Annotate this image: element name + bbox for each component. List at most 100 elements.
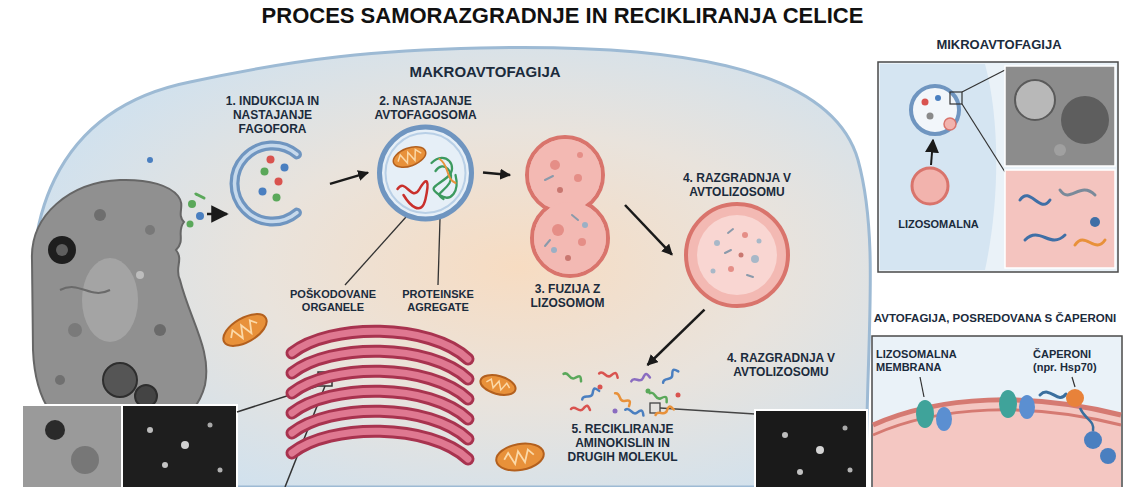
organelle-leader	[345, 217, 406, 285]
cytosol-molecules	[207, 213, 227, 216]
figure-part	[532, 200, 608, 276]
recycling-inset	[650, 403, 660, 413]
figure-part	[545, 176, 553, 180]
figure-part	[654, 405, 673, 416]
recycling-stage: 5. RECIKLIRANJE AMINOKISLIN IN DRUGIH MO…	[560, 365, 685, 464]
microautophagy-illustration	[962, 104, 1005, 172]
figure-part	[440, 159, 456, 183]
figure-part	[728, 229, 733, 233]
figure-part	[397, 148, 423, 166]
figure-part	[661, 368, 679, 384]
figure-part	[552, 224, 564, 236]
microautophagy-illustration	[922, 99, 929, 106]
figure-part	[599, 370, 619, 378]
microautophagy-illustration	[1015, 80, 1055, 120]
figure-part	[676, 393, 681, 398]
microautophagy-illustration	[944, 118, 956, 130]
chaperone-illustration	[1066, 389, 1084, 407]
chaperone-illustration	[1084, 431, 1102, 449]
process-arrow	[648, 310, 705, 365]
panel-label: LIZOSOMALNA MEMBRANA	[876, 348, 968, 373]
process-arrow	[330, 173, 368, 184]
figure-part	[436, 166, 452, 199]
endoplasmic-reticulum	[292, 431, 468, 459]
phagophore-stage: 1. INDUKCIJA IN NASTAJANJE FAGOFORA	[215, 95, 330, 231]
figure-part	[572, 215, 578, 220]
microautophagy-panel: MIKROAVTOFAGIJALIZOSOMALNA	[878, 38, 1120, 53]
mitochondrion	[494, 440, 546, 474]
callout-label: PROTEINSKE AGREGATE	[392, 288, 484, 313]
stage-label: 4. RAZGRADNJA V AVTOLIZOSOMU	[672, 172, 802, 200]
inset-micrographs	[181, 441, 189, 449]
chaperone-illustration	[1100, 448, 1116, 464]
figure-part	[697, 215, 777, 295]
figure-part	[574, 174, 582, 182]
chaperone-illustration	[999, 390, 1017, 418]
mitochondrion	[494, 440, 546, 474]
chaperone-illustration	[1080, 408, 1093, 431]
figure-part	[630, 373, 650, 382]
chaperone-illustration	[936, 407, 952, 431]
figure-part	[646, 389, 651, 394]
figure-part	[598, 385, 603, 390]
microautophagy-illustration	[1090, 217, 1100, 227]
figure-part	[714, 240, 720, 246]
figure-part	[380, 127, 472, 219]
figure-part	[614, 391, 632, 407]
figure-part	[267, 156, 275, 164]
chaperone-illustration	[920, 377, 924, 397]
leader-line	[237, 372, 332, 487]
panel-title: MIKROAVTOFAGIJA	[878, 38, 1120, 53]
figure-part	[739, 252, 744, 257]
figure-part	[390, 142, 428, 171]
endoplasmic-reticulum	[292, 331, 468, 459]
inset-micrographs	[122, 405, 237, 487]
figure-part	[386, 133, 466, 213]
figure-part	[649, 390, 668, 402]
micrograph-cell	[32, 180, 206, 441]
panel-label: ČAPERONI (npr. Hsp70)	[1033, 348, 1113, 373]
figure-part	[711, 268, 716, 273]
figure-part	[235, 146, 297, 222]
autophagosome-stage: 2. NASTAJANJE AVTOFAGOSOMA	[368, 95, 483, 223]
organelle-leader	[438, 219, 440, 285]
phago-figure	[215, 136, 330, 231]
recycling-inset	[816, 446, 824, 454]
cytosol-molecules	[187, 221, 194, 228]
figure-part	[550, 160, 560, 170]
figure-part	[390, 142, 456, 208]
mitochondrion	[218, 308, 546, 474]
mitochondrion	[485, 378, 510, 392]
microautophagy-illustration	[931, 140, 933, 165]
microautophagy-illustration	[1005, 170, 1115, 268]
inset-micrographs	[22, 405, 122, 487]
microautophagy-illustration	[880, 64, 996, 270]
microautophagy-illustration	[1025, 235, 1065, 240]
figure-part	[551, 247, 557, 253]
endoplasmic-reticulum	[292, 431, 468, 459]
chaperone-panel: AVTOFAGIJA, POSREDOVANA S ČAPERONILIZOSO…	[868, 312, 1122, 325]
chaperone-illustration	[916, 400, 934, 428]
micrograph-cell	[94, 209, 106, 221]
microautophagy-illustration	[1005, 66, 1115, 166]
microautophagy-illustration	[878, 62, 1118, 272]
figure-part	[281, 164, 289, 172]
stage-label: 3. FUZIJA Z LIZOSOMOM	[510, 283, 625, 311]
figure-part	[625, 406, 645, 415]
recycling-inset	[843, 426, 848, 431]
callout-label: 4. RAZGRADNJA V AVTOLIZOSOMU	[722, 352, 840, 380]
inset-micrographs	[45, 420, 65, 440]
recyc-figure	[560, 365, 685, 420]
microautophagy-illustration	[1075, 240, 1105, 245]
figure-part	[577, 152, 583, 158]
figure-part	[751, 255, 759, 263]
microautophagy-illustration	[911, 86, 959, 134]
panel-title: AVTOFAGIJA, POSREDOVANA S ČAPERONI	[868, 312, 1122, 325]
microautophagy-illustration	[927, 113, 934, 120]
organelle-leader	[345, 217, 440, 285]
microautophagy-illustration	[1020, 196, 1050, 205]
figure-part	[557, 187, 563, 193]
mitochondrion	[218, 308, 272, 353]
mitochondrion	[218, 308, 272, 353]
